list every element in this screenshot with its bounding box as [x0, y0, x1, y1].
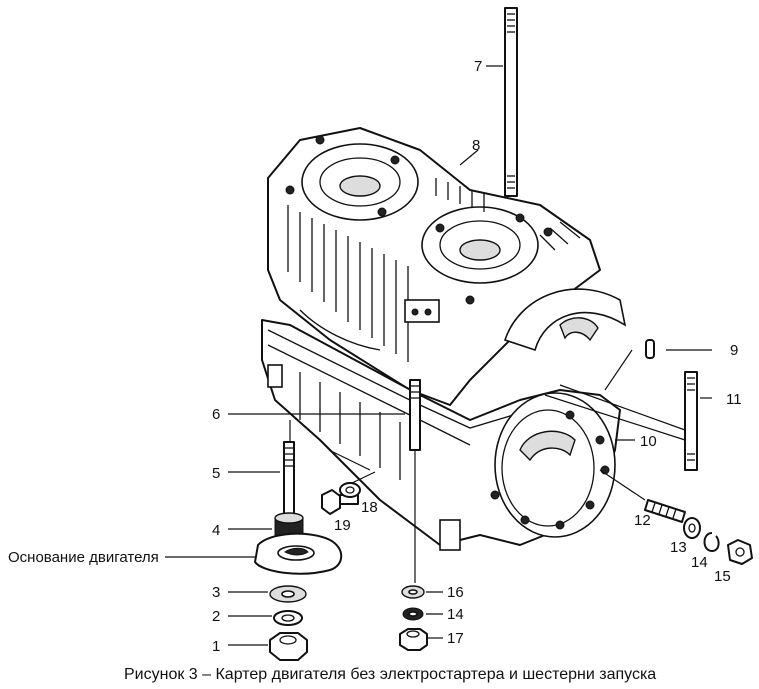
- spring-washer-2: [273, 610, 303, 626]
- callout-12: 12: [634, 512, 651, 529]
- callout-19: 19: [334, 517, 351, 534]
- callout-17: 17: [447, 630, 464, 647]
- washer-18: [339, 482, 361, 498]
- callout-5: 5: [212, 465, 220, 482]
- callout-4: 4: [212, 522, 220, 539]
- leader-lines: [165, 65, 712, 646]
- upper-crankcase-half: [267, 127, 627, 406]
- callout-1: 1: [212, 638, 220, 655]
- nut-15: [727, 539, 753, 565]
- bolt-19: [321, 489, 359, 515]
- callout-8: 8: [472, 137, 480, 154]
- stud-11: [684, 371, 698, 471]
- callout-9: 9: [730, 342, 738, 359]
- figure-caption: Рисунок 3 – Картер двигателя без электро…: [124, 666, 656, 683]
- engine-base-label: Основание двигателя: [8, 549, 159, 566]
- callout-10: 10: [640, 433, 657, 450]
- spring-washer-14: [703, 532, 720, 552]
- callout-16: 16: [447, 584, 464, 601]
- callout-labels: 7 8 9 11 10 6 5 4 3 2 1 19 18 12 13 14 1…: [212, 58, 742, 655]
- washer-13: [683, 517, 701, 539]
- callout-18: 18: [361, 499, 378, 516]
- spring-washer-14b: [402, 607, 424, 621]
- callout-11: 11: [726, 391, 742, 408]
- stud-7: [504, 7, 518, 197]
- lower-crankcase-half: [261, 319, 621, 551]
- callout-2: 2: [212, 608, 220, 625]
- nut-1: [269, 632, 308, 661]
- stud-5: [283, 441, 295, 523]
- stud-6: [409, 379, 421, 451]
- callout-6: 6: [212, 406, 220, 423]
- callout-7: 7: [474, 58, 482, 75]
- callout-15: 15: [714, 568, 731, 585]
- dowel-pin-9: [645, 339, 655, 359]
- callout-13: 13: [670, 539, 687, 556]
- engine-base-plate: [254, 532, 343, 575]
- nut-17: [399, 628, 428, 651]
- callout-14-right: 14: [691, 554, 708, 571]
- stud-12: [644, 499, 686, 523]
- washer-3: [269, 585, 307, 603]
- callout-14-bottom: 14: [447, 606, 464, 623]
- assembly-lines: [289, 384, 686, 583]
- callout-3: 3: [212, 584, 220, 601]
- washer-16: [401, 585, 425, 599]
